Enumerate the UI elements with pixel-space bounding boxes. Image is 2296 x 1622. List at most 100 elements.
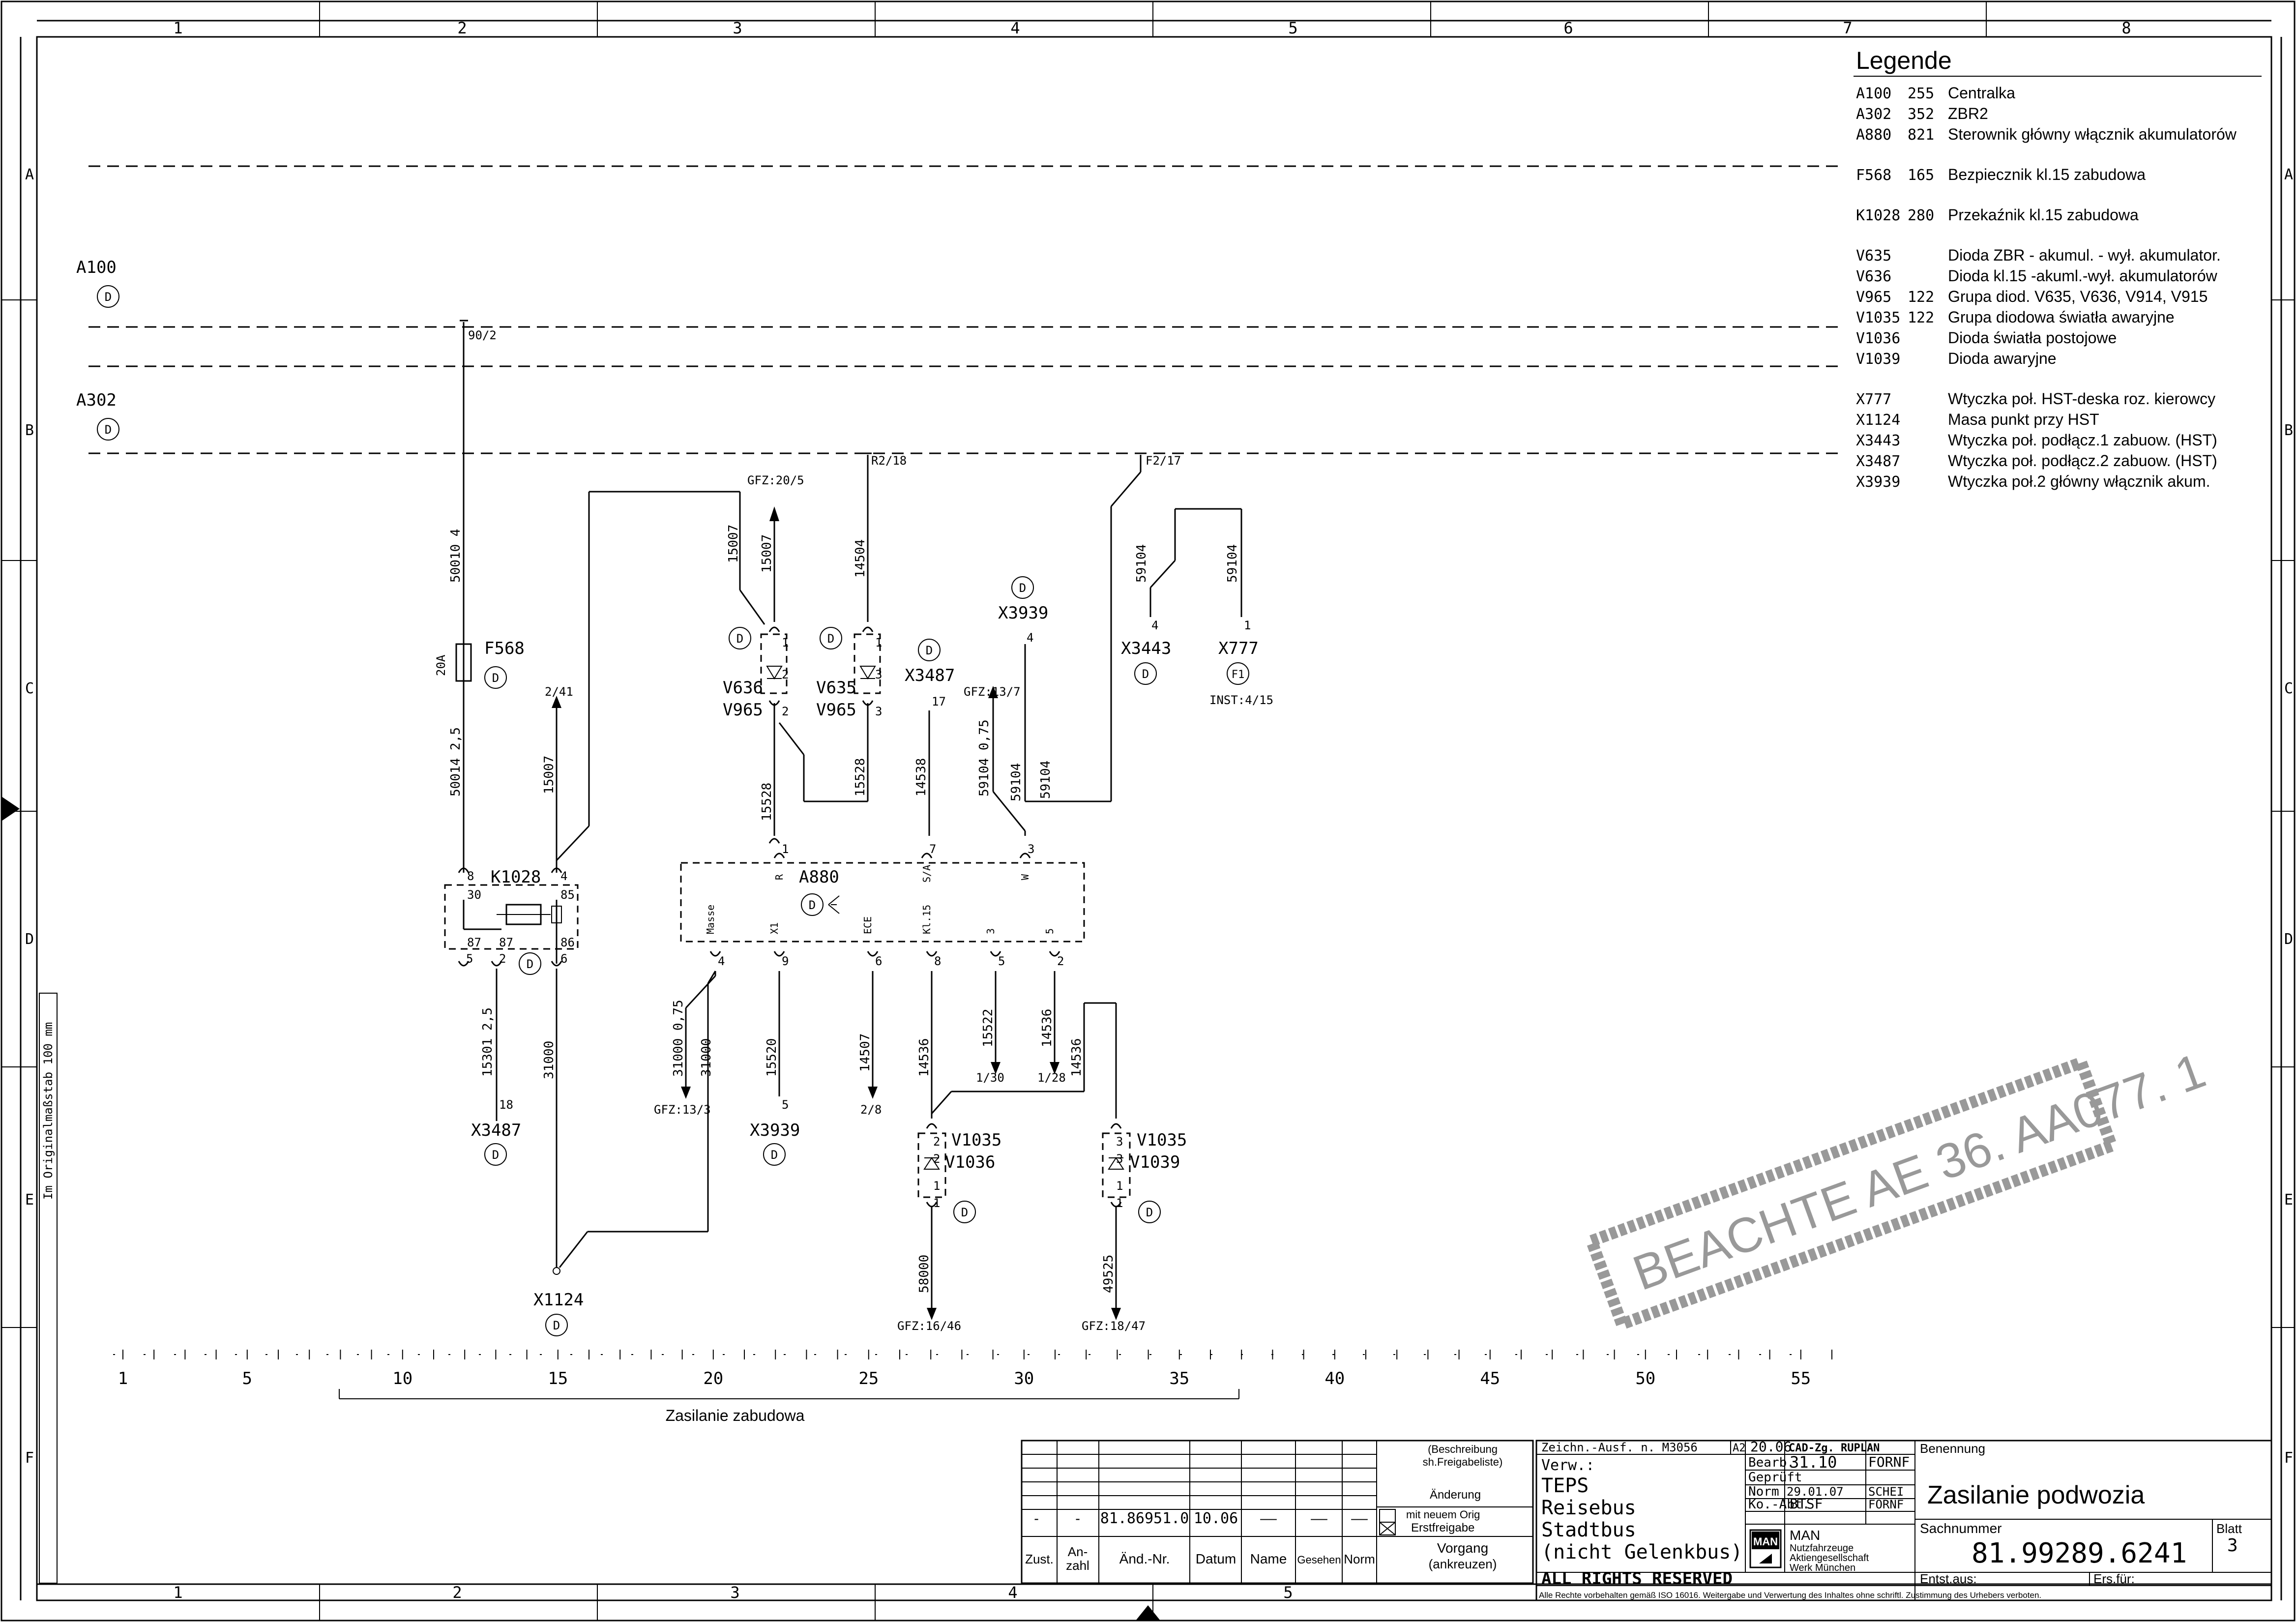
hdr-gesehen: Gesehen: [1297, 1554, 1341, 1566]
tb-blatt: 3: [2227, 1535, 2238, 1556]
pin: 87: [467, 936, 481, 949]
marker-letter: D: [926, 644, 933, 657]
pin: 2: [1057, 954, 1064, 968]
pin: 9: [782, 954, 789, 968]
marker-letter: D: [553, 1319, 560, 1332]
ref-label: F2/17: [1146, 454, 1181, 468]
legend-code: X777: [1856, 391, 1891, 408]
wire-label: 58000: [917, 1255, 932, 1293]
pin: 5: [466, 952, 473, 966]
f568-label: F568: [484, 639, 525, 658]
ref-label: 2/41: [545, 685, 573, 699]
legend-desc: Grupa diod. V635, V636, V914, V915: [1948, 288, 2208, 305]
x3487-marker: [484, 1143, 507, 1166]
pin: 2: [782, 705, 789, 718]
hdr-aend: Änd.-Nr.: [1119, 1551, 1170, 1566]
legend-desc: Grupa diodowa światła awaryjne: [1948, 308, 2175, 326]
pin: 3: [875, 705, 882, 718]
legend-desc: Wtyczka poł. podłącz.2 zabuow. (HST): [1948, 452, 2217, 470]
tb-koabt-name: FORNF: [1868, 1498, 1904, 1511]
scale-number: 1: [118, 1369, 128, 1388]
legend-code: A302: [1856, 106, 1891, 123]
scale-group-label: Zasilanie zabudowa: [666, 1407, 805, 1424]
a302-label: A302: [76, 390, 117, 410]
marker-letter: D: [736, 632, 743, 646]
pin-func: 5: [1044, 928, 1056, 934]
tb-entst: Entst.aus:: [1920, 1571, 1977, 1586]
side-scale-label: Im Originalmaßstab 100 mm: [41, 1022, 55, 1200]
pin: 6: [875, 954, 882, 968]
row-label: F: [25, 1449, 34, 1467]
title-block: - - 81.86951.0 10.06 —— —— —— Zust. An-z…: [1021, 1439, 2272, 1601]
v635-marker: [820, 627, 842, 649]
a100-label: A100: [76, 258, 117, 277]
ref-label: 1/28: [1037, 1071, 1066, 1085]
legend-desc: Wtyczka poł. podłącz.1 zabuow. (HST): [1948, 431, 2217, 449]
ref-label: GFZ:13/7: [964, 685, 1021, 699]
col-label: 8: [2121, 19, 2131, 37]
tb-cad: CAD-Zg. RUPLAN: [1789, 1442, 1880, 1454]
pin-func: ECE: [862, 916, 874, 934]
stamp-text: BEACHTE AE 36. AA077. 1: [1626, 1043, 2212, 1301]
ref-label: 90/2: [468, 328, 497, 342]
pin: 3: [875, 668, 882, 681]
col-label: 5: [1288, 19, 1297, 37]
diode-icon: [1108, 1157, 1124, 1170]
ref-label: 2/8: [860, 1103, 882, 1117]
pin: 1: [875, 636, 882, 649]
f568-fuse: [455, 643, 472, 682]
ref-label: GFZ:20/5: [747, 473, 804, 487]
pin: 4: [1151, 619, 1158, 632]
v636-marker: [729, 627, 751, 649]
ref-label: INST:4/15: [1209, 693, 1273, 707]
scale-number: 10: [392, 1369, 412, 1388]
pin: 85: [560, 888, 575, 902]
tb-benennung-label: Benennung: [1920, 1441, 1985, 1456]
v1035-label: V1035: [951, 1130, 1001, 1150]
pin: 3: [1028, 842, 1034, 856]
legend-desc: Wtyczka poł. HST-deska roz. kierowcy: [1948, 390, 2215, 408]
f568-marker: [484, 666, 507, 689]
ref-label: GFZ:16/46: [897, 1319, 961, 1333]
x3487-top-marker: [918, 639, 941, 661]
scale-number: 55: [1791, 1369, 1811, 1388]
rev-gesehen: ——: [1311, 1510, 1327, 1527]
tb-company: Werk München: [1790, 1563, 1855, 1573]
col-label-bottom: 1: [173, 1583, 182, 1602]
pin-func: W: [1019, 874, 1031, 880]
pin-func: Kl.15: [921, 905, 933, 934]
tb-bearb-name: FORNF: [1868, 1454, 1910, 1470]
wire-label: 50014 2,5: [448, 727, 463, 796]
rev-ankreuzen: (ankreuzen): [1429, 1557, 1497, 1571]
wire-label: 59104 0,75: [977, 719, 992, 796]
tb-company: MAN: [1790, 1528, 1820, 1543]
pin-func: X1: [768, 922, 780, 934]
marker-letter: D: [809, 898, 816, 912]
center-mark: [1136, 1605, 1160, 1621]
legend-num: 122: [1908, 289, 1934, 306]
hdr-name: Name: [1250, 1551, 1287, 1566]
wire-label: 31000 0,75: [671, 1000, 686, 1077]
legend-title: Legende: [1856, 47, 1952, 74]
tb-usage: Stadtbus: [1541, 1519, 1636, 1541]
legend-desc: Centralka: [1948, 84, 2015, 102]
a880-controller: A880 D 1 7 3 R S/A W Masse X1 ECE Kl.15 …: [680, 842, 1085, 968]
legend-code: K1028: [1856, 207, 1900, 224]
tb-rights: ALL RIGHTS RESERVED: [1541, 1569, 1733, 1589]
hdr-anzahl: An-zahl: [1066, 1544, 1089, 1573]
x3939-bottom-marker: [763, 1143, 786, 1166]
ref-label: 1/30: [976, 1071, 1004, 1085]
rev-norm: ——: [1351, 1510, 1368, 1527]
legend-num: 280: [1908, 207, 1934, 224]
tb-copyright: Alle Rechte vorbehalten gemäß ISO 16016.…: [1539, 1591, 2041, 1600]
legend-desc: Przekaźnik kl.15 zabudowa: [1948, 206, 2139, 224]
diode-icon: [859, 666, 876, 679]
k1028-relay: [444, 884, 579, 950]
col-label-bottom: 5: [1283, 1583, 1293, 1602]
fuse-rating: 20A: [434, 654, 448, 676]
marker-letter: D: [771, 1148, 778, 1162]
x3939-marker: [1011, 576, 1034, 599]
row-label: C: [2284, 680, 2293, 697]
